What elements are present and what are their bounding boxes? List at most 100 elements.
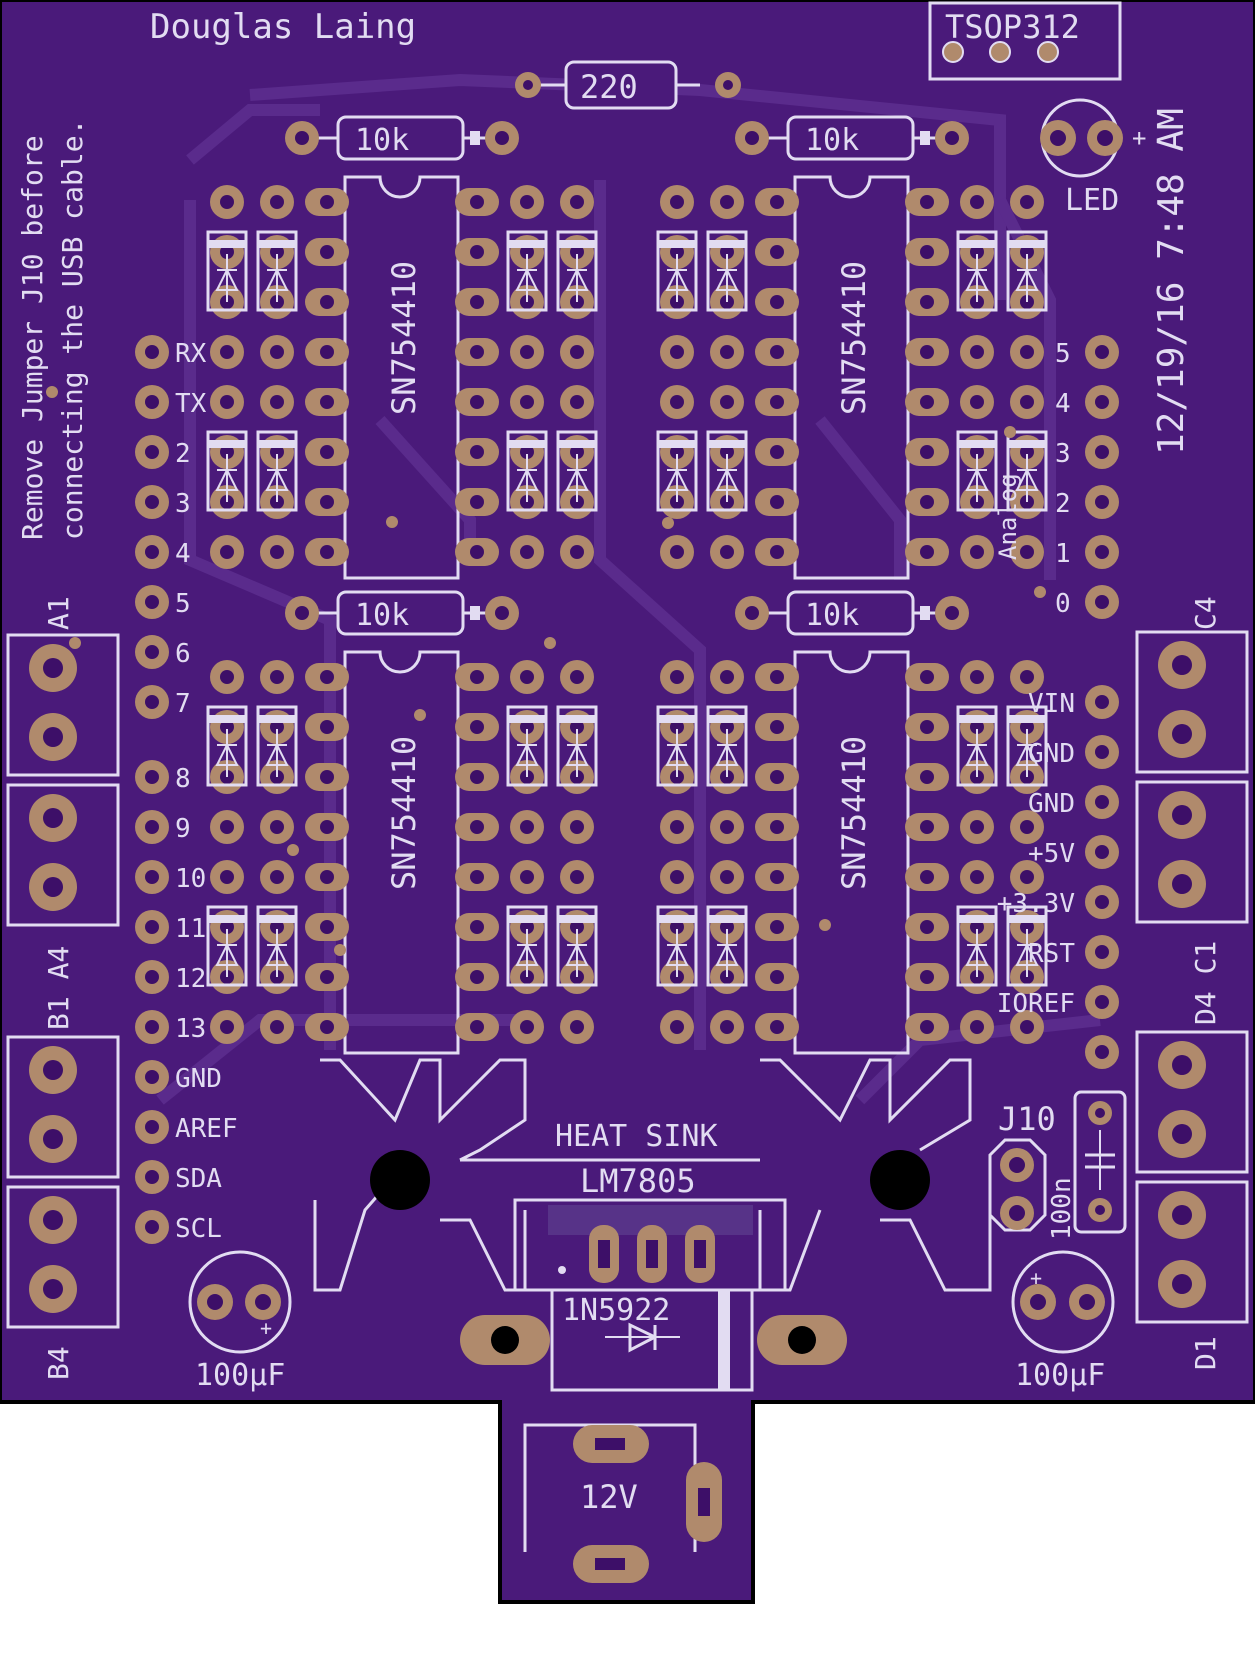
flyback-diode <box>256 230 298 312</box>
screw-terminal <box>6 1035 120 1179</box>
flyback-diode <box>256 905 298 987</box>
analog-pin-label: 2 <box>1055 489 1071 519</box>
analog-pin-label: 0 <box>1055 589 1071 619</box>
screw-terminal <box>6 1185 120 1329</box>
vias <box>46 386 1046 956</box>
ic-label: SN754410 <box>385 261 423 415</box>
screw-terminal <box>1135 780 1249 924</box>
terminal-label-d4c1: D4 C1 <box>1189 941 1222 1025</box>
svg-text:LED: LED <box>1065 183 1119 218</box>
status-led: + LED <box>1040 98 1146 218</box>
ic-sn754410: SN754410 <box>755 650 949 1055</box>
zener-diode <box>460 1288 847 1392</box>
flyback-diode <box>706 430 748 512</box>
flyback-diode <box>706 905 748 987</box>
resistor-10k: 10k <box>735 590 969 636</box>
flyback-diode <box>656 230 698 312</box>
header-pin-label: 6 <box>175 639 191 669</box>
capacitor-right: + <box>1011 1250 1115 1354</box>
header-pin-label: 9 <box>175 814 191 844</box>
flyback-diode <box>656 430 698 512</box>
ic-label: SN754410 <box>835 736 873 890</box>
flyback-diode <box>506 230 548 312</box>
header-pin-label: 11 <box>175 914 206 944</box>
resistor-label: 10k <box>355 123 409 158</box>
capacitor-left: + <box>188 1250 292 1354</box>
flyback-diode <box>656 905 698 987</box>
designer-name: Douglas Laing <box>150 7 416 47</box>
resistor-label: 10k <box>805 598 859 633</box>
flyback-diode <box>256 430 298 512</box>
flyback-diode <box>956 905 998 987</box>
header-pin-label: 8 <box>175 764 191 794</box>
ic-label: SN754410 <box>835 261 873 415</box>
usb-jumper-note-line2: connecting the USB cable. <box>56 119 89 540</box>
analog-pin-label: 1 <box>1055 539 1071 569</box>
heat-sink-label: HEAT SINK <box>555 1119 718 1154</box>
screw-terminal <box>6 783 120 927</box>
resistor-10k: 10k <box>735 115 969 161</box>
flyback-diode <box>506 705 548 787</box>
screw-terminal <box>6 633 120 777</box>
flyback-diode <box>206 430 248 512</box>
analog-label: Analog <box>994 473 1022 560</box>
analog-pin-label: 5 <box>1055 339 1071 369</box>
header-pin-label: 5 <box>175 589 191 619</box>
ic-sn754410: SN754410 <box>755 175 949 580</box>
svg-text:+: + <box>260 1316 272 1340</box>
screw-terminal <box>1135 1180 1249 1324</box>
header-pin-label: RX <box>175 339 207 369</box>
flyback-diode <box>1006 230 1048 312</box>
flyback-diode <box>206 705 248 787</box>
power-pin-label: VIN <box>1028 689 1075 719</box>
screw-terminal <box>1135 630 1249 774</box>
flyback-diode <box>206 905 248 987</box>
terminal-label-d1: D1 <box>1189 1336 1222 1370</box>
flyback-diode <box>656 705 698 787</box>
resistor-10k: 10k <box>285 590 519 636</box>
resistor-10k: 10k <box>285 115 519 161</box>
flyback-diode <box>256 705 298 787</box>
jumper-j10 <box>988 1138 1047 1232</box>
voltage-regulator <box>513 1198 787 1292</box>
flyback-diode <box>1006 430 1048 512</box>
power-pin-label: GND <box>1028 789 1075 819</box>
flyback-diode <box>556 905 598 987</box>
header-pin-label: AREF <box>175 1114 238 1144</box>
capacitor-right-label: 100µF <box>1015 1358 1105 1393</box>
flyback-diode <box>556 430 598 512</box>
flyback-diode <box>956 230 998 312</box>
power-pin-label: +3.3V <box>997 889 1075 919</box>
revision-timestamp: 12/19/16 7:48 AM <box>1151 108 1192 455</box>
svg-text:+: + <box>1030 1266 1042 1290</box>
flyback-diode <box>506 430 548 512</box>
screw-terminal <box>1135 1030 1249 1174</box>
flyback-diode <box>706 705 748 787</box>
terminal-label-b4: B4 <box>42 1346 75 1380</box>
header-pin-label: 7 <box>175 689 191 719</box>
capacitor-label: 100n <box>1047 1177 1077 1240</box>
resistor-220: 220 <box>515 60 741 110</box>
screw-terminals <box>6 630 1249 1329</box>
power-jack <box>523 1423 722 1583</box>
header-pin-label: 13 <box>175 1014 206 1044</box>
power-pin-label: GND <box>1028 739 1075 769</box>
ic-sn754410: SN754410 <box>305 175 499 580</box>
heat-sink <box>313 1058 992 1292</box>
header-pin-label: 2 <box>175 439 191 469</box>
power-pin-label: IOREF <box>997 989 1075 1019</box>
header-pin-label: TX <box>175 389 207 419</box>
header-pin-label: 3 <box>175 489 191 519</box>
bypass-capacitor <box>1073 1090 1127 1234</box>
header-pin-label: SDA <box>175 1164 222 1194</box>
power-pin-label: RST <box>1028 939 1075 969</box>
flyback-diode <box>956 430 998 512</box>
terminal-label-a1: A1 <box>42 596 75 630</box>
jumper-label: J10 <box>998 1100 1056 1138</box>
power-jack-label: 12V <box>580 1478 638 1516</box>
